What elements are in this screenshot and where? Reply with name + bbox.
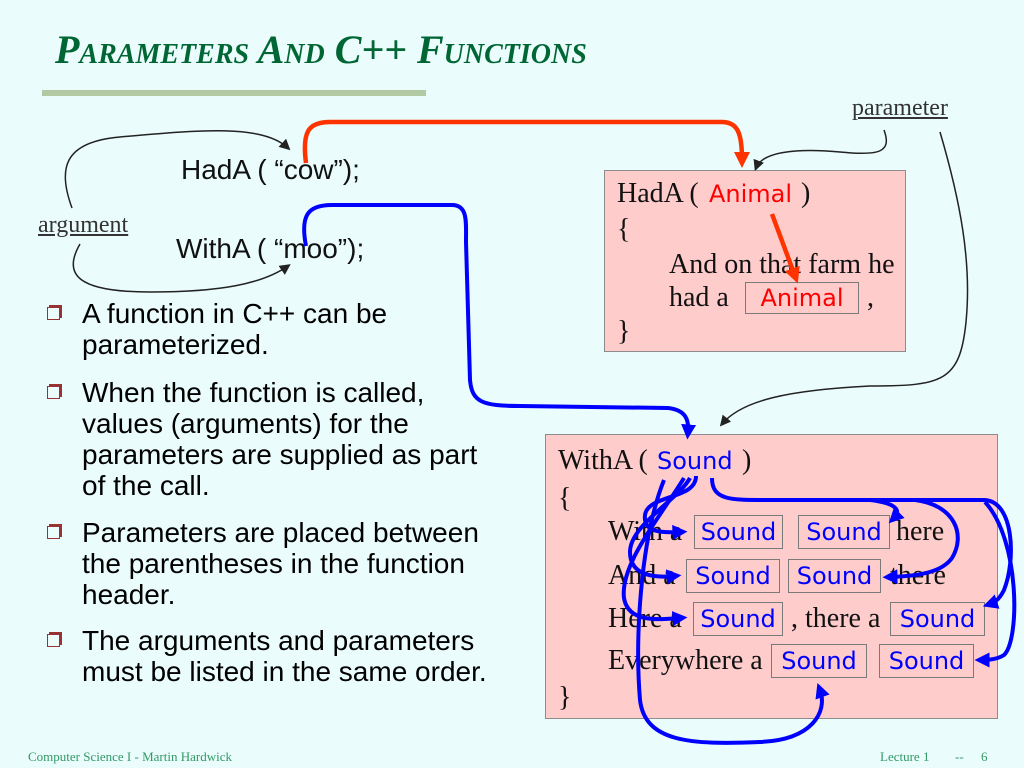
bullet-line: header.: [82, 579, 176, 610]
hada-brace-close: }: [617, 316, 631, 347]
bullet-line: parameterized.: [82, 329, 269, 360]
witha-line-mid: , there a: [791, 603, 881, 634]
witha-brace-open: {: [558, 483, 572, 514]
hada-body-line: had a: [669, 282, 729, 313]
sound-slot: Sound: [788, 559, 881, 593]
hada-body-comma: ,: [867, 282, 874, 313]
witha-header-close: ): [742, 445, 752, 476]
bullet-line: of the call.: [82, 470, 210, 501]
sound-slot: Sound: [686, 559, 780, 593]
bullet-line: the parentheses in the function: [82, 548, 465, 579]
witha-call: WithA ( “moo”);: [176, 233, 365, 264]
parameter-label: parameter: [852, 95, 948, 121]
checkbox-bullet-icon: [47, 386, 60, 399]
witha-brace-close: }: [558, 682, 572, 713]
footer-lecture: Lecture 1: [880, 749, 930, 764]
witha-line-lead: Here a: [608, 603, 682, 634]
bullet-item: When the function is called, values (arg…: [47, 377, 507, 501]
bullet-line: values (arguments) for the: [82, 408, 409, 439]
bullet-item: A function in C++ can be parameterized.: [47, 298, 507, 360]
parameter-to-hada-arrow: [753, 129, 888, 172]
animal-slot: Animal: [745, 282, 859, 314]
witha-header-open: WithA (: [558, 445, 648, 476]
sound-slot: Sound: [890, 602, 985, 636]
argument-label: argument: [38, 212, 129, 238]
sound-slot: Sound: [771, 644, 867, 678]
witha-line-tail: here: [896, 516, 945, 547]
bullet-line: A function in C++ can be: [82, 298, 388, 329]
hada-parameter: Animal: [709, 180, 793, 208]
bullet-line: The arguments and parameters: [82, 625, 475, 656]
bullet-line: When the function is called,: [82, 377, 425, 408]
sound-slot: Sound: [693, 602, 783, 636]
cow-to-animal-arrow: [302, 119, 750, 168]
sound-slot: Sound: [798, 515, 890, 549]
slide-title: Parameters And C++ Functions: [55, 27, 587, 72]
checkbox-bullet-icon: [47, 307, 60, 320]
witha-line-lead: Everywhere a: [608, 645, 763, 676]
witha-line-lead: And a: [608, 560, 676, 591]
hada-header-open: HadA (: [617, 178, 699, 209]
witha-line-lead: With a: [608, 516, 683, 547]
checkbox-bullet-icon: [47, 526, 60, 539]
footer-course: Computer Science I - Martin Hardwick: [28, 749, 232, 764]
witha-line-tail: there: [890, 560, 946, 591]
footer-page-number: 6: [981, 749, 988, 764]
bullet-item: Parameters are placed between the parent…: [47, 517, 507, 610]
bullet-line: parameters are supplied as part: [82, 439, 478, 470]
bullet-item: The arguments and parameters must be lis…: [47, 625, 507, 687]
hada-body-line: And on that farm he: [669, 249, 895, 280]
hada-call: HadA ( “cow”);: [181, 154, 360, 185]
witha-parameter: Sound: [657, 447, 733, 475]
hada-header-close: ): [801, 178, 811, 209]
title-underline-rule: [42, 90, 426, 96]
sound-slot: Sound: [879, 644, 974, 678]
bullet-line: must be listed in the same order.: [82, 656, 487, 687]
witha-function-box: WithA ( Sound ) { With a Sound Sound her…: [545, 434, 998, 719]
sound-slot: Sound: [694, 515, 783, 549]
hada-brace-open: {: [617, 214, 631, 245]
checkbox-bullet-icon: [47, 634, 60, 647]
bullet-line: Parameters are placed between: [82, 517, 479, 548]
footer-separator: --: [955, 749, 964, 764]
hada-function-box: HadA ( Animal ) { And on that farm he ha…: [604, 170, 906, 352]
